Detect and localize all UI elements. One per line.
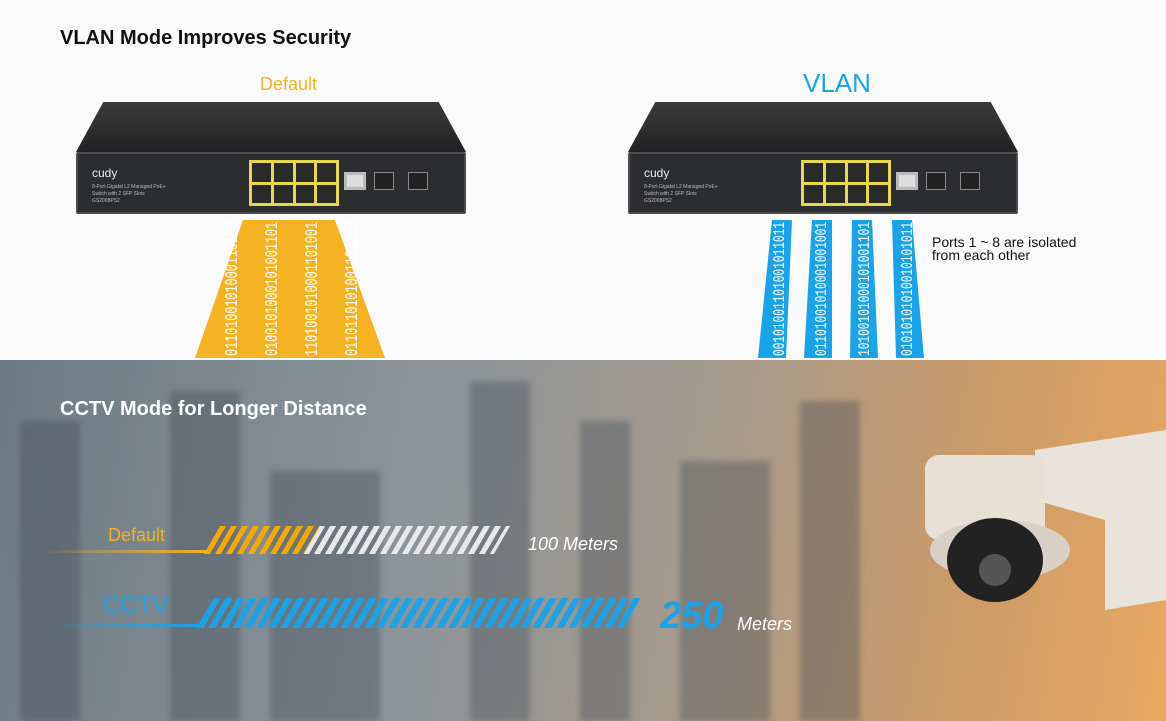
default-distance-value: 100 Meters (528, 534, 619, 554)
binary-stream: 10100101000101001101 (856, 222, 875, 356)
brand-logo: cudy (92, 166, 118, 180)
console-port (344, 172, 366, 190)
default-distance-label: Default (108, 525, 166, 545)
binary-stream: 00101001101001011011 (771, 222, 790, 356)
brand-logo: cudy (644, 166, 670, 180)
cctv-distance-value: 250 (660, 595, 724, 637)
switch-description: 8-Port Gigabit L2 Managed PoE+Switch wit… (644, 184, 718, 204)
default-traffic-stream: 0110100101000110100 0100101000101001101 … (195, 220, 385, 358)
vlan-label: VLAN (803, 68, 871, 98)
vlan-traffic-streams: 00101001101001011011 0110100101000100100… (758, 220, 924, 358)
binary-stream: 1101001010001101001 (303, 222, 323, 356)
cctv-distance-label: CCTV (103, 592, 169, 619)
binary-stream: 0100101000101001101 (263, 222, 283, 356)
switch-vlan: cudy 8-Port Gigabit L2 Managed PoE+Switc… (628, 102, 1018, 214)
switch-default: cudy 8-Port Gigabit L2 Managed PoE+Switc… (76, 102, 466, 214)
binary-stream: 0110100101000110100 (223, 222, 243, 356)
vlan-section-title: VLAN Mode Improves Security (60, 27, 352, 49)
default-label: Default (260, 74, 318, 94)
vlan-section: VLAN Mode Improves Security Default VLAN… (0, 0, 1166, 360)
binary-stream: 01101001010001001001 (813, 222, 832, 356)
ethernet-ports (249, 160, 339, 206)
switch-description: 8-Port Gigabit L2 Managed PoE+Switch wit… (92, 184, 166, 204)
cctv-camera (925, 430, 1166, 610)
binary-stream: 0110110101001101010 (343, 222, 363, 356)
cctv-section-title: CCTV Mode for Longer Distance (60, 398, 367, 420)
cctv-section: CCTV Mode for Longer Distance Default 10… (0, 360, 1166, 721)
binary-stream: 01010101010010101011 (899, 222, 918, 356)
console-port (896, 172, 918, 190)
default-distance-bar (203, 526, 511, 554)
cctv-distance-bar (196, 598, 644, 628)
cctv-distance-unit: Meters (737, 614, 793, 634)
ethernet-ports (801, 160, 891, 206)
